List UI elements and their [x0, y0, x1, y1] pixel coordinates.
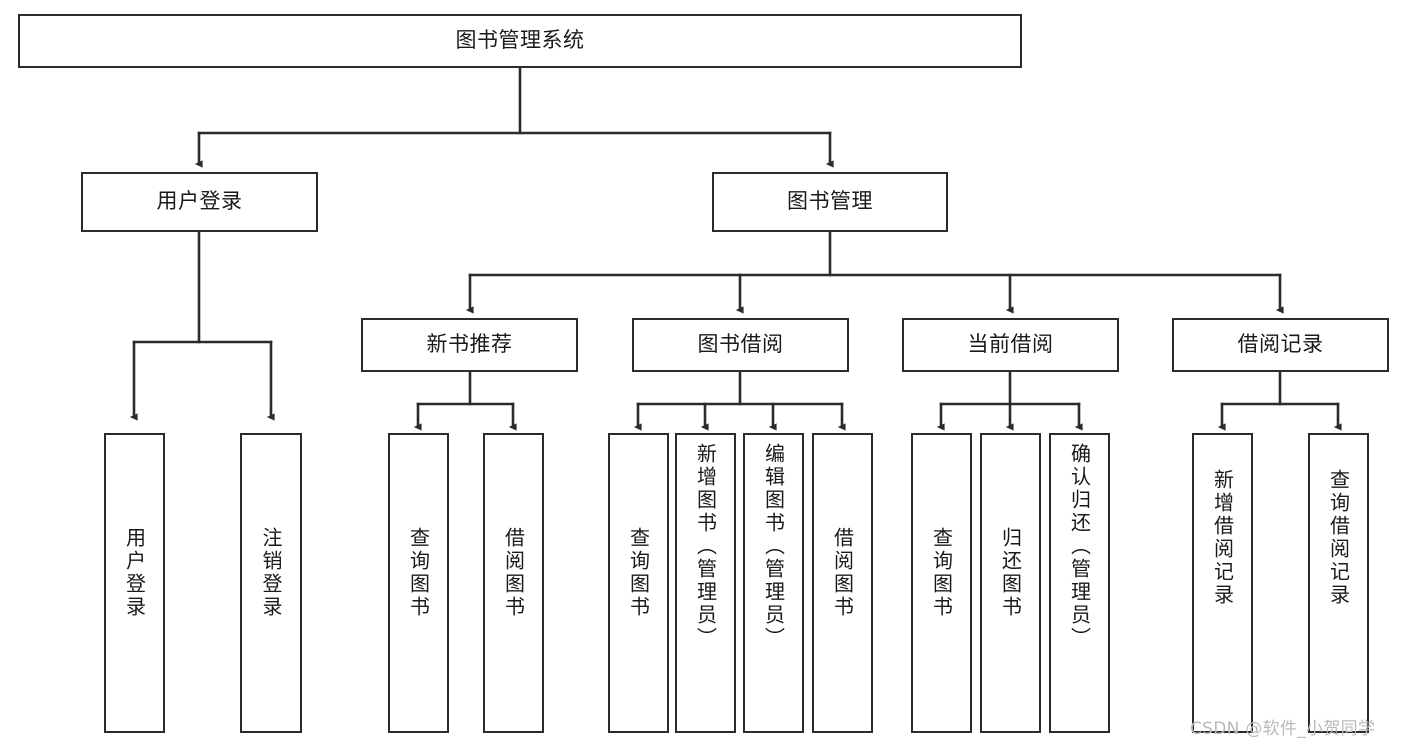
node-leaf-logout[interactable]: 注销登录 [240, 433, 302, 733]
node-leaf-borrow-book[interactable]: 借阅图书 [812, 433, 873, 733]
node-user-login[interactable]: 用户登录 [81, 172, 318, 232]
node-leaf-logout-label: 注销登录 [259, 527, 283, 619]
node-leaf-query-borrow-record-label: 查询借阅记录 [1326, 469, 1351, 607]
node-leaf-query-book-current[interactable]: 查询图书 [911, 433, 972, 733]
node-leaf-confirm-return-admin[interactable]: 确认归还（管理员） [1049, 433, 1110, 733]
node-leaf-edit-book-admin-label: 编辑图书（管理员） [761, 443, 786, 650]
node-leaf-edit-book-admin[interactable]: 编辑图书（管理员） [743, 433, 804, 733]
node-leaf-add-borrow-record-label: 新增借阅记录 [1210, 469, 1235, 607]
node-leaf-confirm-return-admin-label: 确认归还（管理员） [1067, 443, 1092, 650]
node-leaf-borrow-book-recommend-label: 借阅图书 [501, 527, 526, 619]
watermark-text: CSDN @软件_小贺同学 [1190, 719, 1376, 739]
node-leaf-return-book[interactable]: 归还图书 [980, 433, 1041, 733]
node-leaf-user-login-label: 用户登录 [122, 527, 147, 619]
node-leaf-borrow-book-label: 借阅图书 [830, 527, 855, 619]
node-current-borrow-label: 当前借阅 [967, 332, 1054, 357]
node-borrow-record[interactable]: 借阅记录 [1172, 318, 1389, 372]
node-leaf-query-book-borrow[interactable]: 查询图书 [608, 433, 669, 733]
node-root-label: 图书管理系统 [455, 28, 585, 53]
node-leaf-query-book-recommend[interactable]: 查询图书 [388, 433, 449, 733]
node-leaf-add-book-admin-label: 新增图书（管理员） [693, 443, 718, 650]
node-leaf-query-book-recommend-label: 查询图书 [406, 527, 431, 619]
node-book-management[interactable]: 图书管理 [712, 172, 948, 232]
node-current-borrow[interactable]: 当前借阅 [902, 318, 1119, 372]
node-book-management-label: 图书管理 [787, 189, 873, 214]
node-leaf-query-book-current-label: 查询图书 [929, 527, 954, 619]
node-leaf-add-book-admin[interactable]: 新增图书（管理员） [675, 433, 736, 733]
node-leaf-borrow-book-recommend[interactable]: 借阅图书 [483, 433, 544, 733]
node-leaf-query-book-borrow-label: 查询图书 [626, 527, 651, 619]
node-new-book-recommend-label: 新书推荐 [426, 332, 513, 357]
node-new-book-recommend[interactable]: 新书推荐 [361, 318, 578, 372]
node-user-login-label: 用户登录 [156, 189, 243, 214]
node-leaf-user-login[interactable]: 用户登录 [104, 433, 165, 733]
node-borrow-record-label: 借阅记录 [1237, 332, 1324, 357]
node-leaf-query-borrow-record[interactable]: 查询借阅记录 [1308, 433, 1369, 733]
node-root-book-management-system[interactable]: 图书管理系统 [18, 14, 1022, 68]
node-leaf-return-book-label: 归还图书 [998, 527, 1023, 619]
node-book-borrow-label: 图书借阅 [697, 332, 784, 357]
node-book-borrow[interactable]: 图书借阅 [632, 318, 849, 372]
node-leaf-add-borrow-record[interactable]: 新增借阅记录 [1192, 433, 1253, 733]
